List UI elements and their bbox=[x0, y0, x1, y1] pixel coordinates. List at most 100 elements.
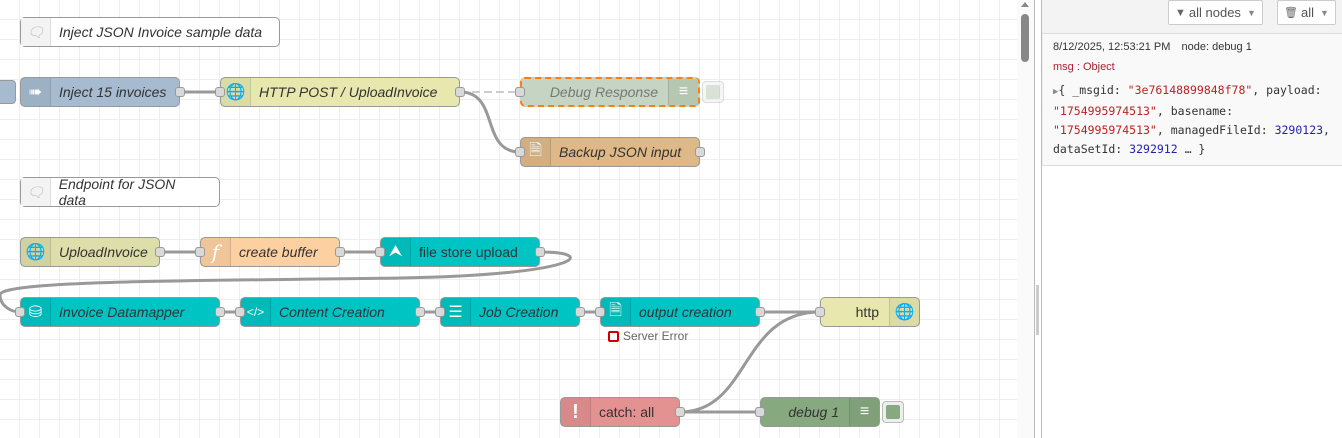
field-key: _msgid: bbox=[1072, 83, 1128, 97]
speech-bubble-icon: 🗨 bbox=[21, 178, 51, 206]
scroll-up-icon[interactable] bbox=[1021, 2, 1029, 7]
clear-messages-button[interactable]: 🗑 all ▼ bbox=[1277, 0, 1336, 25]
output-port[interactable] bbox=[575, 307, 585, 317]
node-label: Debug Response bbox=[549, 84, 658, 100]
node-label: Job Creation bbox=[479, 304, 559, 320]
node-label: Invoice Datamapper bbox=[59, 304, 185, 320]
message-object[interactable]: ▶{ _msgid: "3e76148899848f78", payload: … bbox=[1053, 83, 1330, 156]
file-out-node[interactable]: 🗎 Backup JSON input bbox=[515, 137, 705, 167]
filter-label: all nodes bbox=[1188, 5, 1241, 20]
message-timestamp: 8/12/2025, 12:53:21 PM bbox=[1053, 41, 1171, 53]
field-value: 3290123 bbox=[1274, 123, 1324, 137]
wires-layer bbox=[0, 90, 821, 414]
output-port[interactable] bbox=[695, 147, 705, 157]
debug-toggle-button[interactable] bbox=[702, 81, 724, 103]
output-port[interactable] bbox=[335, 247, 345, 257]
field-key: dataSetId: bbox=[1053, 142, 1130, 156]
node-label: Content Creation bbox=[279, 304, 385, 320]
output-port[interactable] bbox=[535, 247, 545, 257]
input-port[interactable] bbox=[755, 407, 765, 417]
http-in-node[interactable]: 🌐 UploadInvoice bbox=[20, 237, 165, 267]
function-node[interactable]: f create buffer bbox=[195, 237, 345, 267]
datamapper-node[interactable]: ⛁ Invoice Datamapper bbox=[15, 297, 225, 327]
function-icon: f bbox=[201, 238, 231, 266]
input-port[interactable] bbox=[215, 87, 225, 97]
input-port[interactable] bbox=[515, 147, 525, 157]
comment-node[interactable]: 🗨 Inject JSON Invoice sample data bbox=[20, 17, 280, 47]
inject-node[interactable]: ➠ Inject 15 invoices bbox=[20, 77, 185, 107]
job-creation-node[interactable]: ☰ Job Creation bbox=[435, 297, 585, 327]
node-label: debug 1 bbox=[788, 404, 839, 420]
flow-workspace[interactable]: 🗨 Inject JSON Invoice sample data 🗨 Endp… bbox=[0, 0, 1034, 438]
http-in-node[interactable]: 🌐 HTTP POST / UploadInvoice bbox=[215, 77, 465, 107]
comment-label: Endpoint for JSON data bbox=[58, 176, 176, 208]
vertical-scrollbar[interactable] bbox=[1017, 0, 1034, 438]
field-key: payload: bbox=[1266, 83, 1322, 97]
output-port[interactable] bbox=[675, 407, 685, 417]
debug-toggle-button[interactable] bbox=[882, 401, 904, 423]
list-icon: ≡ bbox=[668, 79, 698, 105]
input-port[interactable] bbox=[595, 307, 605, 317]
output-port[interactable] bbox=[215, 307, 225, 317]
filter-nodes-button[interactable]: ▼ all nodes ▼ bbox=[1168, 0, 1263, 25]
input-port[interactable] bbox=[195, 247, 205, 257]
wire bbox=[0, 250, 572, 314]
error-status-icon bbox=[608, 330, 619, 342]
node-label: file store upload bbox=[419, 244, 518, 260]
input-port[interactable] bbox=[515, 87, 525, 97]
file-store-upload-node[interactable]: ⮝ file store upload bbox=[375, 237, 545, 267]
field-value: "3e76148899848f78" bbox=[1127, 83, 1253, 97]
node-label: Inject 15 invoices bbox=[59, 84, 167, 100]
arrow-right-icon: ➠ bbox=[21, 78, 51, 106]
node-label: create buffer bbox=[239, 244, 318, 260]
caret-down-icon: ▼ bbox=[1319, 7, 1329, 18]
node-label: HTTP POST / UploadInvoice bbox=[259, 84, 438, 100]
file-out-icon: 🗎 bbox=[521, 138, 551, 166]
node-label: Backup JSON input bbox=[559, 144, 682, 160]
file-out-icon: 🗎 bbox=[601, 298, 631, 326]
node-status: Server Error bbox=[608, 329, 688, 343]
input-port[interactable] bbox=[435, 307, 445, 317]
speech-bubble-icon: 🗨 bbox=[21, 18, 51, 46]
inject-trigger-button[interactable] bbox=[0, 80, 16, 104]
http-response-node[interactable]: http 🌐 bbox=[815, 297, 920, 327]
message-type: msg : Object bbox=[1053, 61, 1115, 73]
expand-triangle-icon: ▶ bbox=[1053, 87, 1059, 97]
output-port[interactable] bbox=[175, 87, 185, 97]
debug-node[interactable]: debug 1 ≡ bbox=[755, 397, 880, 427]
exclamation-icon: ! bbox=[561, 398, 591, 426]
catch-node[interactable]: ! catch: all bbox=[560, 397, 685, 427]
output-port[interactable] bbox=[415, 307, 425, 317]
debug-toolbar: ▼ all nodes ▼ 🗑 all ▼ bbox=[1042, 0, 1342, 34]
field-value: "1754995974513" bbox=[1053, 123, 1157, 137]
status-text: Server Error bbox=[623, 329, 689, 343]
database-icon: ⛁ bbox=[21, 298, 51, 326]
output-port[interactable] bbox=[155, 247, 165, 257]
input-port[interactable] bbox=[375, 247, 385, 257]
field-key: basename: bbox=[1170, 104, 1234, 118]
message-node[interactable]: node: debug 1 bbox=[1181, 41, 1252, 53]
globe-icon: 🌐 bbox=[221, 78, 251, 106]
node-label: catch: all bbox=[599, 404, 655, 420]
field-key: managedFileId: bbox=[1170, 123, 1275, 137]
sidebar-resize-handle[interactable] bbox=[1034, 0, 1042, 438]
resize-grip[interactable] bbox=[1036, 285, 1039, 335]
debug-sidebar: ▼ all nodes ▼ 🗑 all ▼ 8/12/2025, 12:53:2… bbox=[1042, 0, 1342, 438]
input-port[interactable] bbox=[15, 307, 25, 317]
comment-label: Inject JSON Invoice sample data bbox=[59, 24, 263, 40]
input-port[interactable] bbox=[235, 307, 245, 317]
comment-node[interactable]: 🗨 Endpoint for JSON data bbox=[20, 176, 220, 208]
clear-label: all bbox=[1300, 5, 1314, 20]
input-port[interactable] bbox=[815, 307, 825, 317]
output-creation-node[interactable]: 🗎 output creation bbox=[595, 297, 765, 327]
upload-icon: ⮝ bbox=[381, 238, 411, 266]
field-value: 3292912 bbox=[1129, 142, 1178, 156]
debug-response-node[interactable]: Debug Response ≡ bbox=[515, 77, 700, 107]
trash-icon: 🗑 bbox=[1284, 7, 1298, 19]
output-port[interactable] bbox=[455, 87, 465, 97]
debug-message: 8/12/2025, 12:53:21 PM node: debug 1 msg… bbox=[1042, 34, 1342, 166]
scrollbar-thumb[interactable] bbox=[1021, 14, 1029, 62]
content-creation-node[interactable]: </> Content Creation bbox=[235, 297, 425, 327]
wire bbox=[459, 90, 521, 154]
output-port[interactable] bbox=[755, 307, 765, 317]
